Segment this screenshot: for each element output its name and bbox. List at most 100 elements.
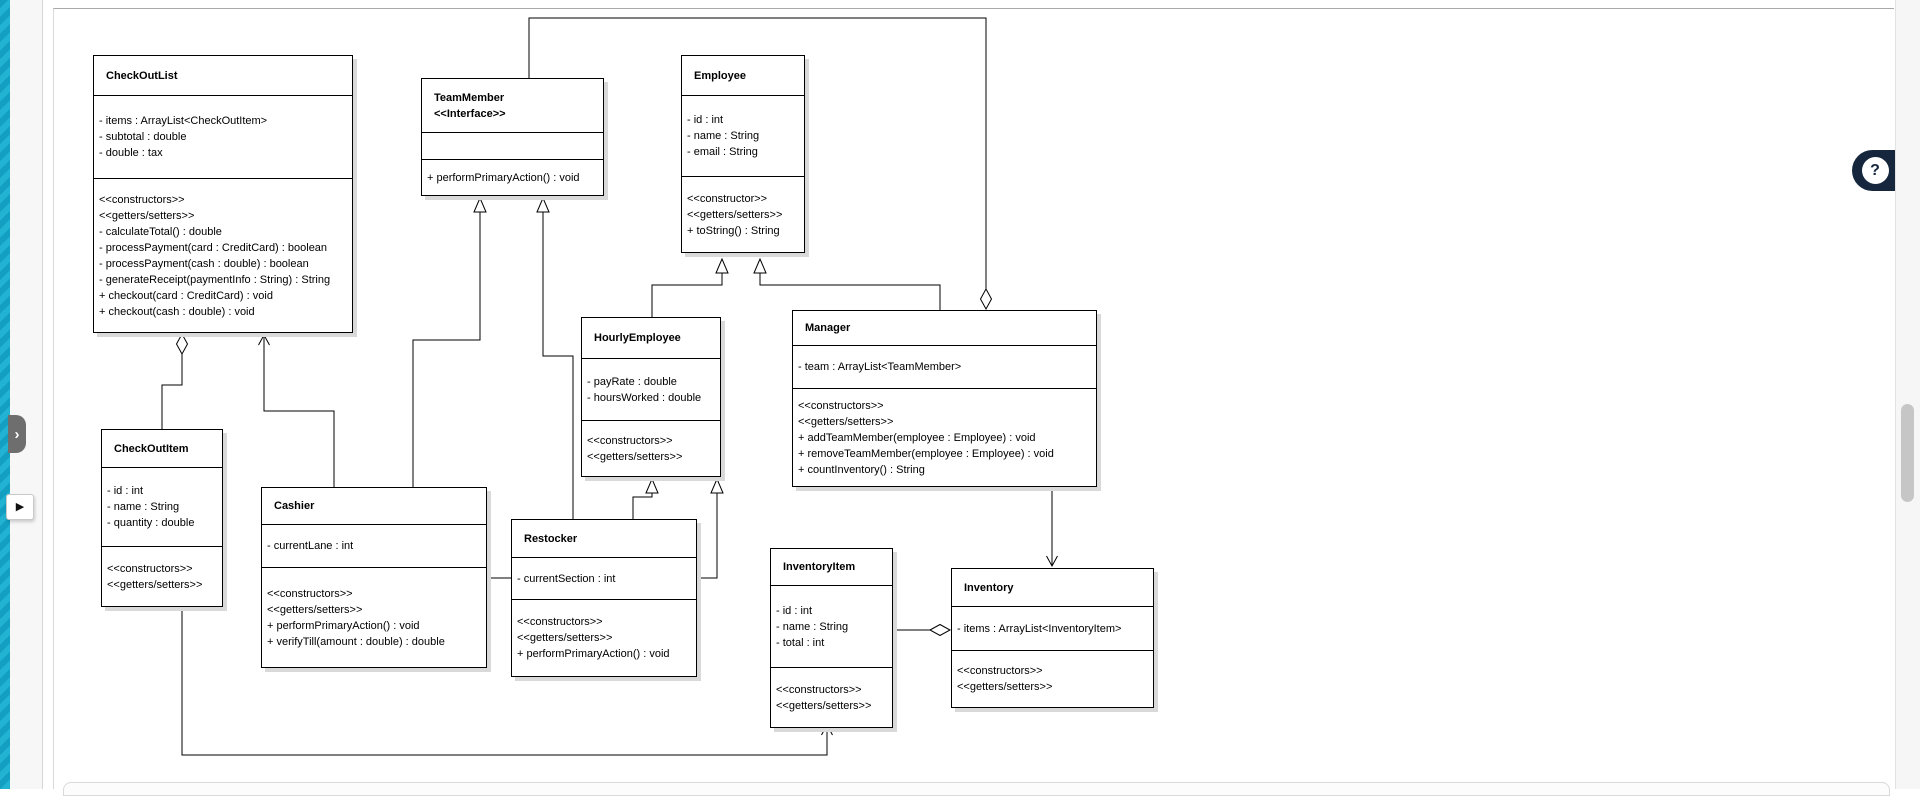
member-line: + removeTeamMember(employee : Employee) … — [798, 447, 1054, 460]
vertical-scrollbar-thumb[interactable] — [1901, 404, 1914, 502]
class-title: HourlyEmployee — [582, 318, 720, 359]
connector-checkoutlist-aggregates-checkoutitem[interactable] — [161, 332, 189, 429]
member-line: - name : String — [107, 501, 180, 513]
connector-restocker-extends-hourlyemployee[interactable] — [632, 479, 652, 519]
class-methods: <<constructors>><<getters/setters>> — [771, 668, 892, 727]
question-mark-icon: ? — [1870, 161, 1880, 179]
class-title: CheckOutItem — [102, 430, 222, 468]
class-attributes: - id : int- name : String- email : Strin… — [682, 96, 804, 177]
connector-checkoutitem-to-inventoryitem[interactable] — [181, 607, 833, 756]
class-title: CheckOutList — [94, 56, 352, 96]
class-attributes: - id : int- name : String- total : int — [771, 586, 892, 668]
bottom-panel-edge[interactable] — [63, 782, 1890, 796]
member-line: <<Interface>> — [434, 107, 506, 120]
member-line: - payRate : double — [587, 375, 677, 388]
class-methods: <<constructor>><<getters/setters>>+ toSt… — [682, 177, 804, 252]
class-box-inventoryitem[interactable]: InventoryItem - id : int- name : String-… — [770, 548, 893, 728]
connector-manager-extends-employee[interactable] — [760, 259, 941, 310]
member-line: Restocker — [524, 532, 578, 545]
member-line: + performPrimaryAction() : void — [517, 648, 670, 660]
member-line: <<constructor>> — [687, 192, 768, 205]
member-line: <<constructors>> — [957, 665, 1043, 677]
member-line: <<getters/setters>> — [517, 632, 613, 644]
class-box-teammember[interactable]: TeamMember<<Interface>> + performPrimary… — [421, 78, 604, 196]
member-line: + addTeamMember(employee : Employee) : v… — [798, 431, 1036, 444]
member-line: <<constructors>> — [798, 399, 884, 412]
connector-cashier-to-checkoutlist[interactable] — [258, 333, 335, 487]
member-line: <<getters/setters>> — [267, 603, 363, 616]
member-line: <<getters/setters>> — [798, 415, 894, 428]
member-line: - id : int — [107, 485, 144, 497]
member-line: + checkout(card : CreditCard) : void — [99, 289, 273, 302]
class-box-checkoutlist[interactable]: CheckOutList - items : ArrayList<CheckOu… — [93, 55, 353, 333]
member-line: - currentSection : int — [517, 572, 616, 585]
member-line: <<getters/setters>> — [99, 209, 195, 222]
member-line: - generateReceipt(paymentInfo : String) … — [99, 273, 331, 286]
member-line: - hoursWorked : double — [587, 391, 702, 404]
class-methods: + performPrimaryAction() : void — [422, 160, 603, 195]
member-line: CheckOutList — [106, 69, 178, 82]
member-line: <<constructors>> — [776, 683, 862, 696]
run-button[interactable]: ▶ — [6, 494, 34, 520]
class-title: Restocker — [512, 520, 696, 558]
member-line: Manager — [805, 322, 851, 334]
class-title: Manager — [793, 311, 1096, 346]
member-line: Cashier — [274, 500, 315, 512]
member-line: <<getters/setters>> — [107, 578, 203, 591]
member-line: - items : ArrayList<InventoryItem> — [957, 622, 1122, 635]
class-methods: <<constructors>> <<getters/setters>> — [102, 547, 222, 606]
member-line: <<constructors>> — [587, 434, 673, 447]
member-line: - subtotal : double — [99, 131, 187, 143]
class-box-checkoutitem[interactable]: CheckOutItem - id : int- name : String- … — [101, 429, 223, 607]
connector-restocker-implements-teammember[interactable] — [543, 198, 574, 519]
class-title: Employee — [682, 56, 804, 96]
class-box-employee[interactable]: Employee - id : int- name : String- emai… — [681, 55, 805, 253]
class-methods: <<constructors>> <<getters/setters>> + add… — [793, 389, 1096, 486]
class-title: Inventory — [952, 569, 1153, 607]
expand-panel-button[interactable]: › — [8, 415, 26, 453]
left-gutter — [10, 0, 43, 789]
connector-hourlyemployee-extends-employee[interactable] — [651, 259, 722, 317]
member-line: + verifyTill(amount : double) : double — [267, 635, 445, 648]
help-button[interactable]: ? — [1852, 150, 1895, 191]
class-attributes: - team : ArrayList<TeamMember> — [793, 346, 1096, 389]
member-line: - calculateTotal() : double — [99, 225, 222, 238]
member-line: - total : int — [776, 636, 825, 649]
member-line: <<getters/setters>> — [587, 450, 683, 463]
class-attributes: - items : ArrayList<CheckOutItem>- subto… — [94, 96, 352, 179]
left-accent-bar — [0, 0, 10, 789]
class-box-inventory[interactable]: Inventory - items : ArrayList<InventoryI… — [951, 568, 1154, 708]
class-title: TeamMember<<Interface>> — [422, 79, 603, 133]
member-line: - id : int — [687, 114, 724, 126]
class-box-restocker[interactable]: Restocker - currentSection : int <<const… — [511, 519, 697, 677]
connector-manager-aggregates-teammember[interactable] — [528, 17, 993, 311]
class-attributes: - id : int - name : String - quantity : do… — [102, 468, 222, 547]
member-line: + checkout(cash : double) : void — [99, 305, 255, 318]
member-line: <<constructors>> — [107, 562, 193, 575]
member-line: - double : tax — [99, 147, 163, 159]
member-line: - processPayment(card : CreditCard) : bo… — [99, 241, 328, 254]
member-line: - currentLane : int — [267, 540, 354, 552]
class-box-manager[interactable]: Manager - team : ArrayList<TeamMember> <… — [792, 310, 1097, 487]
class-methods: <<constructors>> <<getters/setters>> — [582, 421, 720, 476]
member-line: <<getters/setters>> — [957, 681, 1053, 693]
member-line: - processPayment(cash : double) : boolea… — [99, 257, 309, 270]
connector-cashier-implements-teammember[interactable] — [412, 198, 480, 487]
member-line: CheckOutItem — [114, 442, 189, 455]
help-circle: ? — [1861, 157, 1889, 184]
class-attributes: - currentLane : int — [262, 525, 486, 568]
chevron-right-icon: › — [14, 425, 20, 443]
member-line: Employee — [694, 69, 746, 82]
class-attributes: - payRate : double - hoursWorked : double — [582, 359, 720, 421]
class-box-hourlyemployee[interactable]: HourlyEmployee - payRate : double - hours… — [581, 317, 721, 477]
member-line: Inventory — [964, 581, 1014, 594]
member-line: <<constructors>> — [517, 616, 603, 628]
member-line: - quantity : double — [107, 517, 195, 529]
vertical-scrollbar-track[interactable] — [1895, 0, 1920, 789]
member-line: - name : String — [687, 130, 760, 142]
class-methods: <<constructors>><<getters/setters>>+ per… — [262, 568, 486, 667]
class-box-cashier[interactable]: Cashier - currentLane : int <<constructo… — [261, 487, 487, 668]
class-attributes — [422, 133, 603, 160]
member-line: + countInventory() : String — [798, 463, 925, 476]
